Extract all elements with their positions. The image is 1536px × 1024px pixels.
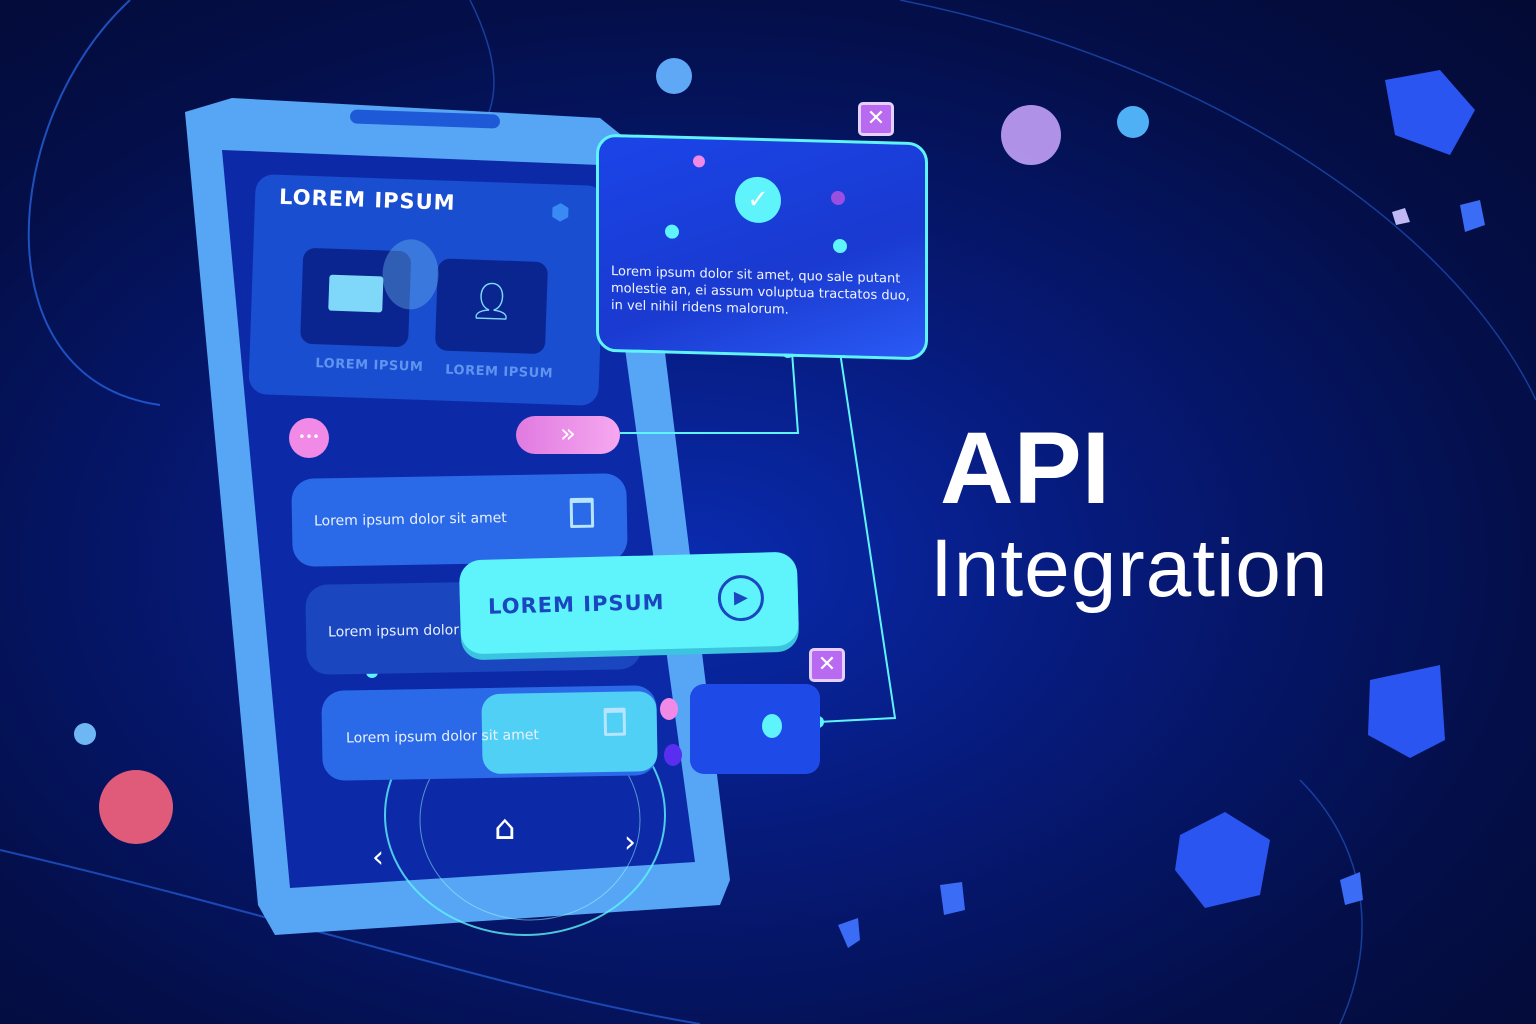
- orb: [656, 58, 692, 94]
- crystal: [1368, 665, 1445, 758]
- back-chevron-icon[interactable]: ‹: [372, 840, 384, 875]
- forward-button[interactable]: »: [516, 416, 620, 454]
- phone-header-title: LOREM IPSUM: [278, 184, 456, 215]
- close-icon[interactable]: ✕: [809, 648, 845, 682]
- more-dots-button[interactable]: •••: [289, 418, 329, 458]
- trash-icon[interactable]: [569, 497, 595, 529]
- list-item-text: Lorem ipsum dolor sit amet: [345, 727, 540, 747]
- home-icon[interactable]: ⌂: [494, 808, 516, 848]
- user-icon: 👤︎: [468, 280, 516, 324]
- crystal: [1385, 70, 1475, 155]
- cta-button[interactable]: LOREM IPSUM ▶: [458, 551, 800, 655]
- toggle-knob[interactable]: [381, 238, 440, 311]
- list-item-text: Lorem ipsum dolor sit amet: [313, 510, 507, 530]
- orb: [1117, 106, 1149, 138]
- list-item[interactable]: Lorem ipsum dolor sit amet: [291, 473, 628, 567]
- crystal: [1175, 812, 1270, 908]
- cta-button-label: LOREM IPSUM: [487, 590, 665, 619]
- orb: [1001, 105, 1061, 165]
- headline-api: API: [940, 411, 1111, 525]
- close-icon[interactable]: ✕: [858, 102, 894, 136]
- crystal: [1460, 200, 1485, 232]
- connector-panel: [690, 684, 820, 774]
- check-icon: ✓: [735, 176, 781, 224]
- crystal: [1392, 208, 1410, 225]
- trash-icon[interactable]: [603, 707, 627, 737]
- tile-label: LOREM IPSUM: [444, 362, 554, 382]
- user-tile[interactable]: 👤︎: [434, 258, 549, 355]
- crystal: [1340, 872, 1363, 905]
- forward-chevron-icon[interactable]: ›: [624, 825, 636, 860]
- orb: [99, 770, 173, 844]
- crystal: [940, 882, 965, 915]
- info-panel-text: Lorem ipsum dolor sit amet, quo sale put…: [611, 264, 910, 318]
- headline-integration: Integration: [930, 523, 1329, 614]
- list-item[interactable]: Lorem ipsum dolor sit amet: [321, 685, 658, 781]
- tile-label: LOREM IPSUM: [315, 356, 424, 375]
- info-panel: ✓ Lorem ipsum dolor sit amet, quo sale p…: [596, 133, 928, 361]
- play-icon: ▶: [717, 574, 765, 622]
- mail-icon: [328, 274, 384, 313]
- orb: [74, 723, 96, 745]
- crystal: [838, 918, 860, 948]
- phone-header-card: LOREM IPSUM ⬢ 👤︎ LOREM IPSUM LOREM IPSUM: [248, 173, 606, 407]
- list-item-text: Lorem ipsum dolor: [327, 622, 460, 641]
- settings-icon[interactable]: ⬢: [550, 200, 571, 226]
